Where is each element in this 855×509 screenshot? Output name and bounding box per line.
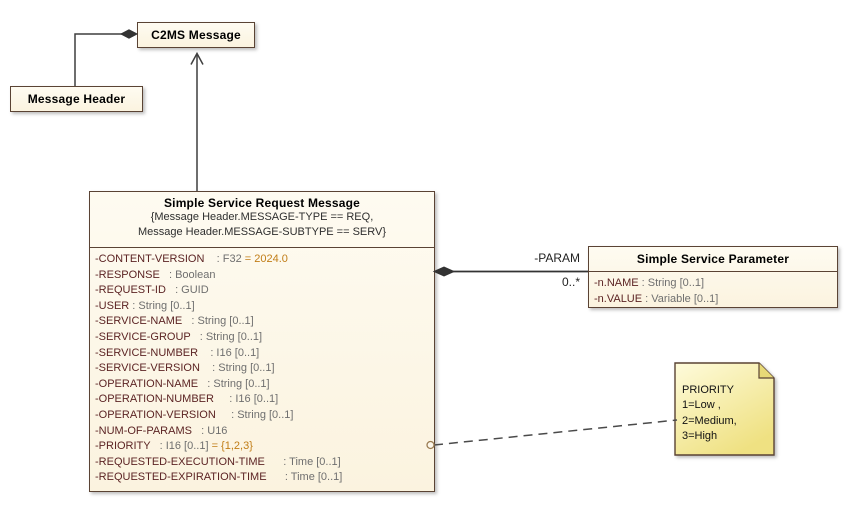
attr-name: -RESPONSE: [95, 268, 160, 281]
attr-name: -REQUESTED-EXECUTION-TIME: [95, 455, 265, 468]
class-attribute: -NUM-OF-PARAMS : U16: [95, 424, 429, 440]
open-arrowhead-icon: [190, 51, 204, 65]
attr-type: : I16 [0..1]: [150, 440, 212, 453]
composition-diamond-icon: [432, 266, 456, 277]
attr-name: -USER: [95, 299, 130, 312]
attr-type: : F32: [204, 253, 245, 265]
attribute-compartment: -n.NAME : String [0..1]-n.VALUE : Variab…: [589, 272, 837, 307]
class-title: Simple Service Request Message: [163, 196, 361, 210]
class-attribute: -CONTENT-VERSION : F32 = 2024.0: [95, 252, 429, 268]
note-line: 2=Medium,: [682, 414, 737, 427]
class-constraint: Message Header.MESSAGE-SUBTYPE == SERV}: [137, 226, 387, 238]
attr-type: : GUID: [165, 284, 209, 297]
class-c2ms-message: C2MS Message: [137, 22, 255, 48]
attr-name: -SERVICE-NUMBER: [95, 346, 199, 359]
class-simple-service-parameter: Simple Service Parameter -n.NAME : Strin…: [588, 246, 838, 308]
attr-name: -n.NAME: [594, 277, 639, 289]
class-attribute: -SERVICE-NAME : String [0..1]: [95, 314, 429, 330]
attr-name: -OPERATION-NUMBER: [95, 393, 214, 406]
attr-name: -NUM-OF-PARAMS: [95, 424, 192, 437]
attr-default: = 2024.0: [244, 253, 288, 265]
class-header: Simple Service Parameter: [589, 247, 837, 272]
class-title: Simple Service Parameter: [636, 252, 790, 266]
association-multiplicity-label: 0..*: [561, 275, 580, 289]
note-fold-icon: [758, 363, 774, 379]
class-attribute: -n.VALUE : Variable [0..1]: [594, 291, 832, 307]
attr-type: : Boolean: [159, 268, 216, 281]
attr-default: = {1,2,3}: [211, 440, 253, 453]
attr-type: : String [0..1]: [129, 299, 195, 312]
association-role-label: -PARAM: [534, 251, 580, 265]
attr-type: : String [0..1]: [190, 330, 263, 343]
attr-type: : U16: [191, 424, 228, 437]
note-line: 3=High: [682, 429, 718, 442]
attr-name: -OPERATION-NAME: [95, 377, 199, 390]
class-attribute: -REQUESTED-EXPIRATION-TIME : Time [0..1]: [95, 470, 429, 486]
class-header: Simple Service Request Message {Message …: [90, 192, 434, 248]
attr-type: : I16 [0..1]: [198, 346, 260, 359]
composition-diamond-icon: [119, 29, 139, 39]
attr-type: : String [0..1]: [198, 377, 270, 390]
class-constraint: {Message Header.MESSAGE-TYPE == REQ,: [150, 211, 374, 223]
class-attribute: -REQUEST-ID : GUID: [95, 283, 429, 299]
attr-type: : String [0..1]: [199, 362, 275, 375]
class-message-header: Message Header: [10, 86, 143, 112]
note-line: PRIORITY: [682, 384, 734, 396]
attr-name: -OPERATION-VERSION: [95, 408, 216, 421]
attr-type: : Variable [0..1]: [642, 293, 719, 305]
attr-name: -REQUEST-ID: [95, 284, 166, 297]
class-title: Message Header: [27, 92, 126, 106]
note-line: 1=Low ,: [682, 399, 721, 412]
attr-name: -PRIORITY: [95, 440, 151, 453]
class-attribute: -OPERATION-NAME : String [0..1]: [95, 377, 429, 393]
header-composition-connector: [74, 33, 122, 86]
class-simple-service-request-message: Simple Service Request Message {Message …: [89, 191, 435, 492]
class-title: C2MS Message: [151, 28, 241, 42]
class-attribute: -RESPONSE : Boolean: [95, 268, 429, 284]
priority-note-text: PRIORITY 1=Low , 2=Medium, 3=High: [682, 383, 774, 444]
class-attribute: -n.NAME : String [0..1]: [594, 275, 832, 291]
class-attribute: -OPERATION-VERSION : String [0..1]: [95, 408, 429, 424]
note-anchor-connector: [433, 419, 678, 446]
attribute-compartment: -CONTENT-VERSION : F32 = 2024.0-RESPONSE…: [90, 248, 434, 486]
attr-name: -SERVICE-NAME: [95, 315, 183, 328]
attr-type: : Time [0..1]: [266, 471, 343, 484]
attr-name: -SERVICE-GROUP: [95, 330, 191, 343]
attr-type: : String [0..1]: [638, 277, 705, 289]
class-attribute: -OPERATION-NUMBER : I16 [0..1]: [95, 392, 429, 408]
attr-name: -n.VALUE: [594, 293, 643, 305]
attr-type: : Time [0..1]: [264, 455, 341, 468]
class-attribute: -SERVICE-GROUP : String [0..1]: [95, 330, 429, 346]
attr-type: : String [0..1]: [215, 408, 294, 421]
attr-type: : String [0..1]: [182, 315, 254, 328]
attr-name: -SERVICE-VERSION: [95, 362, 200, 375]
attr-type: : I16 [0..1]: [213, 393, 279, 406]
attr-name: -REQUESTED-EXPIRATION-TIME: [95, 471, 267, 484]
class-attribute: -SERVICE-VERSION : String [0..1]: [95, 361, 429, 377]
class-attribute: -PRIORITY : I16 [0..1] = {1,2,3}: [95, 439, 429, 455]
attr-name: -CONTENT-VERSION: [95, 253, 205, 265]
class-attribute: -SERVICE-NUMBER : I16 [0..1]: [95, 346, 429, 362]
class-attribute: -USER : String [0..1]: [95, 299, 429, 315]
class-attribute: -REQUESTED-EXECUTION-TIME : Time [0..1]: [95, 455, 429, 471]
